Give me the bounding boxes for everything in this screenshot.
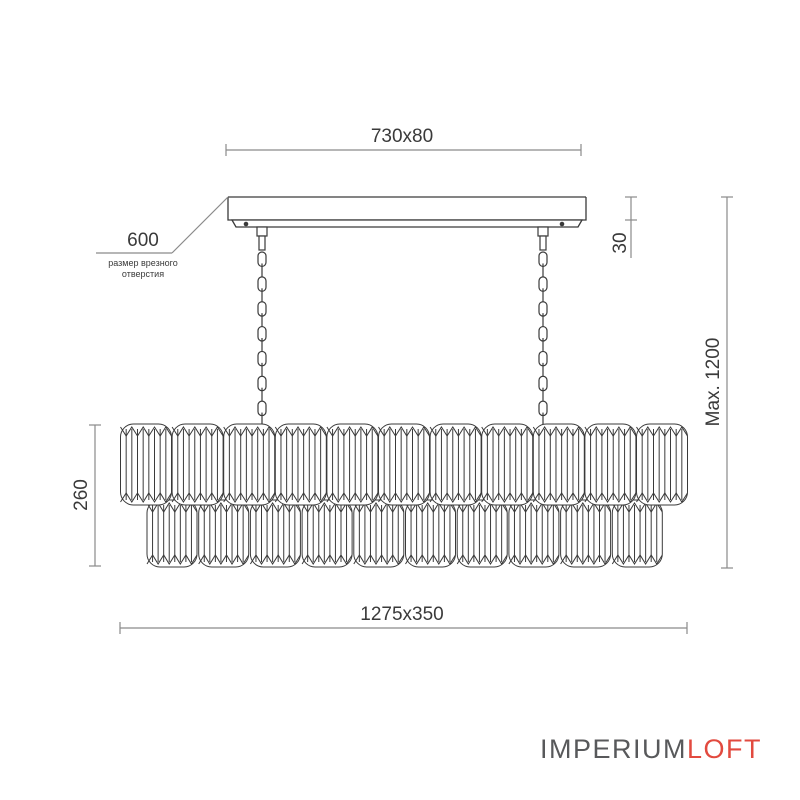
- canopy: [227, 196, 587, 228]
- shade-height-label: 260: [71, 479, 92, 511]
- chain: [537, 226, 549, 429]
- canopy-width-dimension: [225, 144, 582, 156]
- crystal-shade: [560, 499, 612, 568]
- overall-label: 1275x350: [360, 604, 443, 625]
- shade-height-dimension: [89, 424, 101, 567]
- chain: [256, 226, 268, 429]
- cutout-note-line2: отверстия: [122, 269, 164, 279]
- crystal-shade: [532, 423, 585, 506]
- max-height-dimension: [721, 196, 733, 569]
- crystal-shade: [146, 499, 198, 568]
- max-height-label: Max. 1200: [703, 338, 724, 427]
- chain-mount: [537, 226, 549, 237]
- brand-part2: LOFT: [687, 734, 763, 764]
- crystal-shade: [481, 423, 534, 506]
- crystal-shade: [378, 423, 430, 506]
- crystal-shade: [429, 423, 482, 506]
- crystal-shade: [249, 499, 301, 568]
- crystal-shade: [405, 499, 456, 568]
- crystal-shade: [274, 423, 327, 506]
- cutout-note-line1: размер врезного: [108, 258, 178, 268]
- crystal-shade: [301, 499, 353, 568]
- chain-mount: [258, 235, 266, 251]
- crystal-shade: [198, 499, 250, 568]
- crystal-shade: [584, 423, 637, 506]
- crystal-shade: [223, 423, 276, 506]
- canopy-height-label: 30: [610, 232, 631, 253]
- crystal-shade: [353, 499, 405, 568]
- crystal-shade: [508, 499, 560, 568]
- chain-mount: [539, 235, 547, 251]
- crystal-shade: [611, 499, 663, 568]
- overall-dimension: [119, 622, 688, 634]
- suspension-chains: [256, 226, 549, 429]
- brand-part1: IMPERIUM: [540, 734, 687, 764]
- brand-logo: IMPERIUMLOFT: [540, 734, 762, 765]
- crystal-shade: [456, 499, 508, 568]
- chain-mount: [256, 226, 268, 237]
- crystal-shade: [171, 423, 224, 506]
- crystal-shade: [326, 423, 379, 506]
- crystal-shades: [120, 423, 688, 568]
- canopy-height-dimension: [625, 196, 637, 258]
- crystal-shade: [120, 423, 172, 506]
- cutout-leader: [96, 196, 229, 254]
- canopy-width-label: 730x80: [371, 126, 433, 147]
- crystal-shade: [636, 423, 688, 506]
- cutout-label: 600: [127, 230, 159, 251]
